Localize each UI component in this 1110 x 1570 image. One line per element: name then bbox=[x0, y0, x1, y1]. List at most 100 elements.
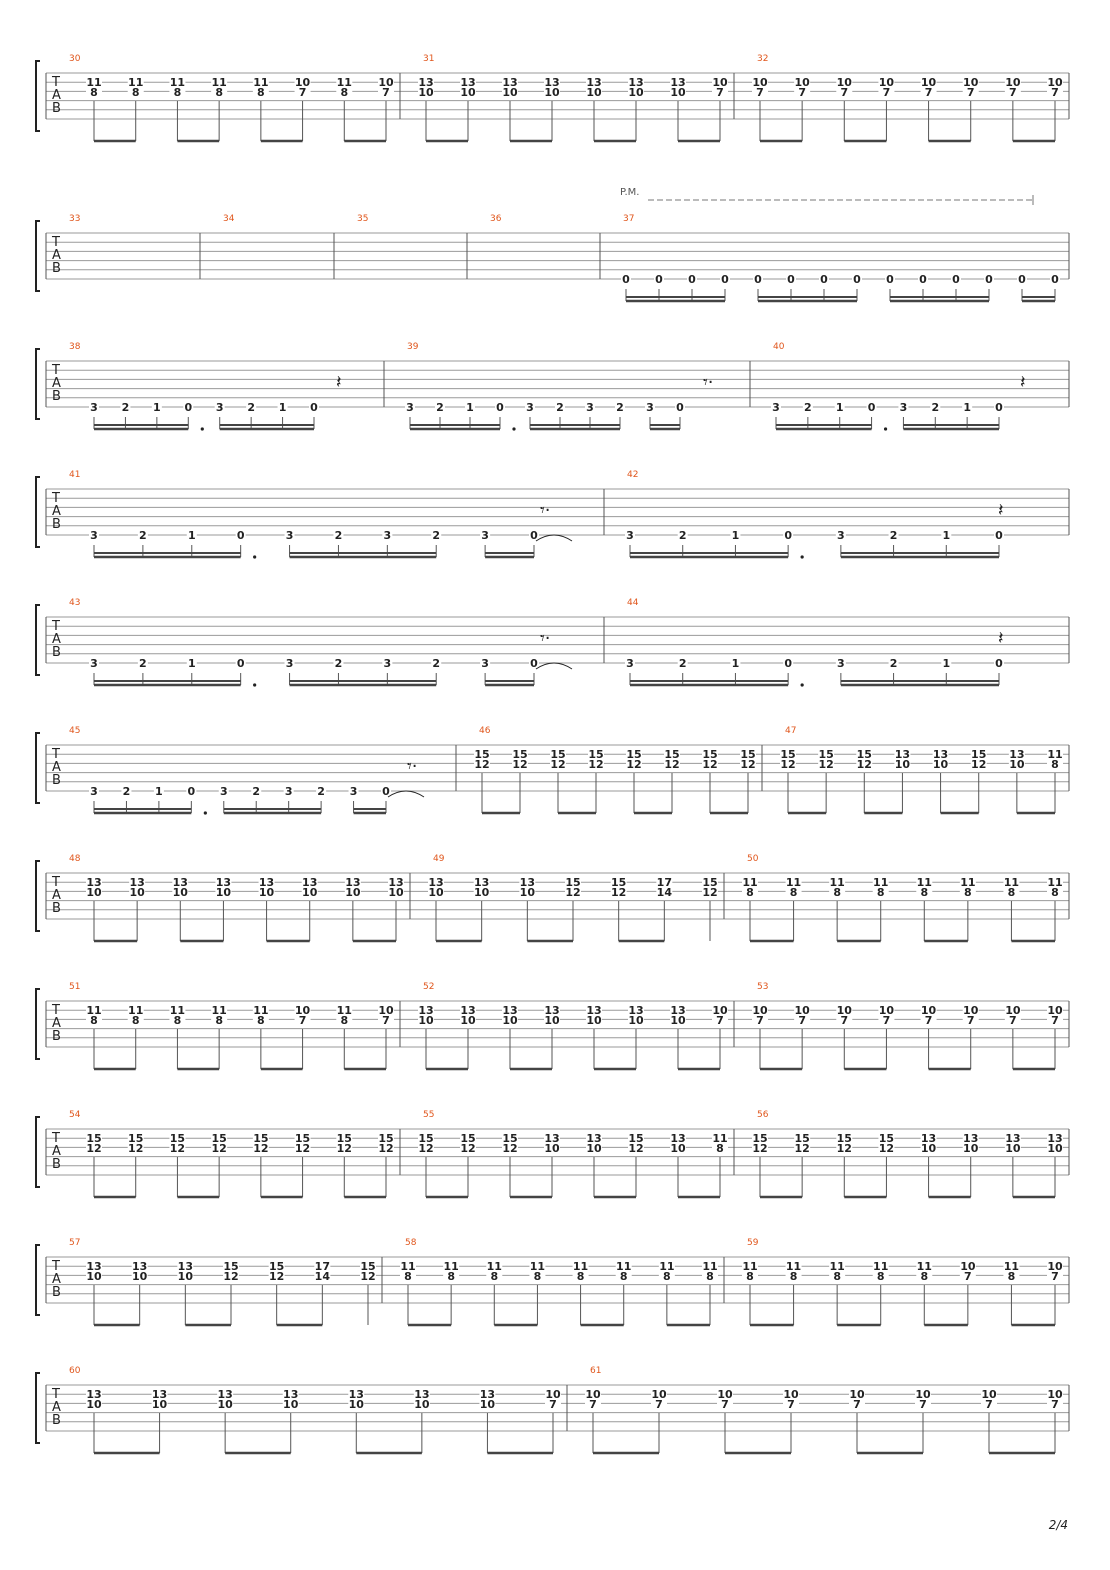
note-knockout bbox=[1017, 273, 1027, 285]
note-knockout bbox=[1008, 748, 1025, 769]
note-knockout bbox=[284, 657, 295, 669]
note-knockout bbox=[730, 529, 741, 541]
tab-note: 107 bbox=[712, 76, 728, 99]
fret-number: 1 bbox=[963, 401, 971, 414]
note-knockout bbox=[474, 748, 490, 769]
fret-number: 8 bbox=[534, 1270, 542, 1283]
fret-number: 10 bbox=[418, 1014, 434, 1027]
fret-number: 8 bbox=[790, 886, 798, 899]
tab-note: 107 bbox=[878, 1004, 895, 1027]
fret-number: 1 bbox=[279, 401, 287, 414]
fret-number: 13 bbox=[544, 1004, 559, 1017]
fret-number: 15 bbox=[460, 1132, 475, 1145]
note-knockout bbox=[588, 748, 604, 769]
fret-number: 2 bbox=[335, 529, 343, 542]
fret-number: 3 bbox=[481, 657, 489, 670]
note-knockout bbox=[120, 401, 131, 413]
fret-number: 10 bbox=[651, 1388, 667, 1401]
note-knockout bbox=[829, 876, 846, 897]
quarter-rest: 𝄽 bbox=[998, 628, 1004, 649]
fret-number: 0 bbox=[721, 273, 729, 286]
note-knockout bbox=[129, 876, 146, 897]
fret-number: 3 bbox=[90, 529, 98, 542]
fret-number: 0 bbox=[188, 785, 196, 798]
fret-number: 0 bbox=[382, 785, 390, 798]
fret-number: 3 bbox=[772, 401, 780, 414]
fret-number: 10 bbox=[586, 1142, 602, 1155]
tab-note: 0 bbox=[183, 401, 194, 414]
note-knockout bbox=[86, 876, 102, 897]
note-knockout bbox=[916, 876, 933, 897]
fret-number: 10 bbox=[752, 76, 768, 89]
fret-number: 15 bbox=[818, 748, 833, 761]
tab-note: 1 bbox=[730, 657, 741, 670]
note-knockout bbox=[360, 1260, 376, 1281]
tab-note: 107 bbox=[920, 76, 937, 99]
tab-note: 3 bbox=[89, 529, 99, 542]
tab-clef-letter: T bbox=[51, 235, 60, 250]
fret-number: 7 bbox=[919, 1398, 927, 1411]
fret-number: 11 bbox=[170, 76, 185, 89]
fret-number: 0 bbox=[784, 529, 792, 542]
fret-number: 10 bbox=[545, 1388, 561, 1401]
note-knockout bbox=[872, 1260, 889, 1281]
fret-number: 0 bbox=[853, 273, 861, 286]
fret-number: 10 bbox=[428, 886, 444, 899]
note-knockout bbox=[651, 1388, 667, 1409]
tab-note: 118 bbox=[785, 1260, 802, 1283]
fret-number: 11 bbox=[1047, 748, 1062, 761]
fret-number: 11 bbox=[742, 876, 757, 889]
note-knockout bbox=[519, 876, 536, 897]
tab-note: 0 bbox=[951, 273, 961, 286]
fret-number: 12 bbox=[879, 1142, 894, 1155]
fret-number: 12 bbox=[565, 886, 580, 899]
fret-number: 7 bbox=[721, 1398, 729, 1411]
note-knockout bbox=[1050, 273, 1060, 285]
dot bbox=[800, 555, 804, 559]
note-knockout bbox=[502, 1132, 518, 1153]
measure-number: 47 bbox=[785, 726, 796, 736]
fret-number: 3 bbox=[350, 785, 358, 798]
note-knockout bbox=[628, 76, 644, 97]
note-knockout bbox=[431, 529, 442, 541]
fret-number: 0 bbox=[310, 401, 318, 414]
fret-number: 7 bbox=[1051, 1270, 1059, 1283]
fret-number: 12 bbox=[360, 1270, 375, 1283]
note-knockout bbox=[137, 657, 148, 669]
fret-number: 10 bbox=[460, 86, 476, 99]
fret-number: 15 bbox=[378, 1132, 393, 1145]
note-knockout bbox=[348, 785, 359, 797]
tab-note: 0 bbox=[852, 273, 862, 286]
note-knockout bbox=[235, 657, 246, 669]
tab-note: 118 bbox=[712, 1132, 728, 1155]
palm-mute-label: P.M. bbox=[620, 187, 639, 198]
tab-note: 118 bbox=[872, 876, 889, 899]
system-bracket bbox=[35, 60, 40, 132]
note-knockout bbox=[381, 785, 391, 797]
measure-number: 30 bbox=[69, 54, 81, 64]
note-knockout bbox=[626, 748, 642, 769]
fret-number: 10 bbox=[921, 1004, 937, 1017]
fret-number: 15 bbox=[474, 748, 489, 761]
fret-number: 2 bbox=[123, 785, 131, 798]
tab-note: 118 bbox=[400, 1260, 416, 1283]
tab-note: 118 bbox=[252, 1004, 269, 1027]
note-knockout bbox=[86, 1132, 102, 1153]
fret-number: 0 bbox=[688, 273, 696, 286]
note-knockout bbox=[460, 1132, 476, 1153]
measure-number: 31 bbox=[423, 54, 434, 64]
fret-number: 13 bbox=[129, 876, 144, 889]
tab-note: 107 bbox=[1004, 76, 1021, 99]
note-knockout bbox=[675, 401, 685, 413]
fret-number: 15 bbox=[223, 1260, 238, 1273]
measure-number: 43 bbox=[69, 598, 80, 608]
note-knockout bbox=[677, 529, 688, 541]
